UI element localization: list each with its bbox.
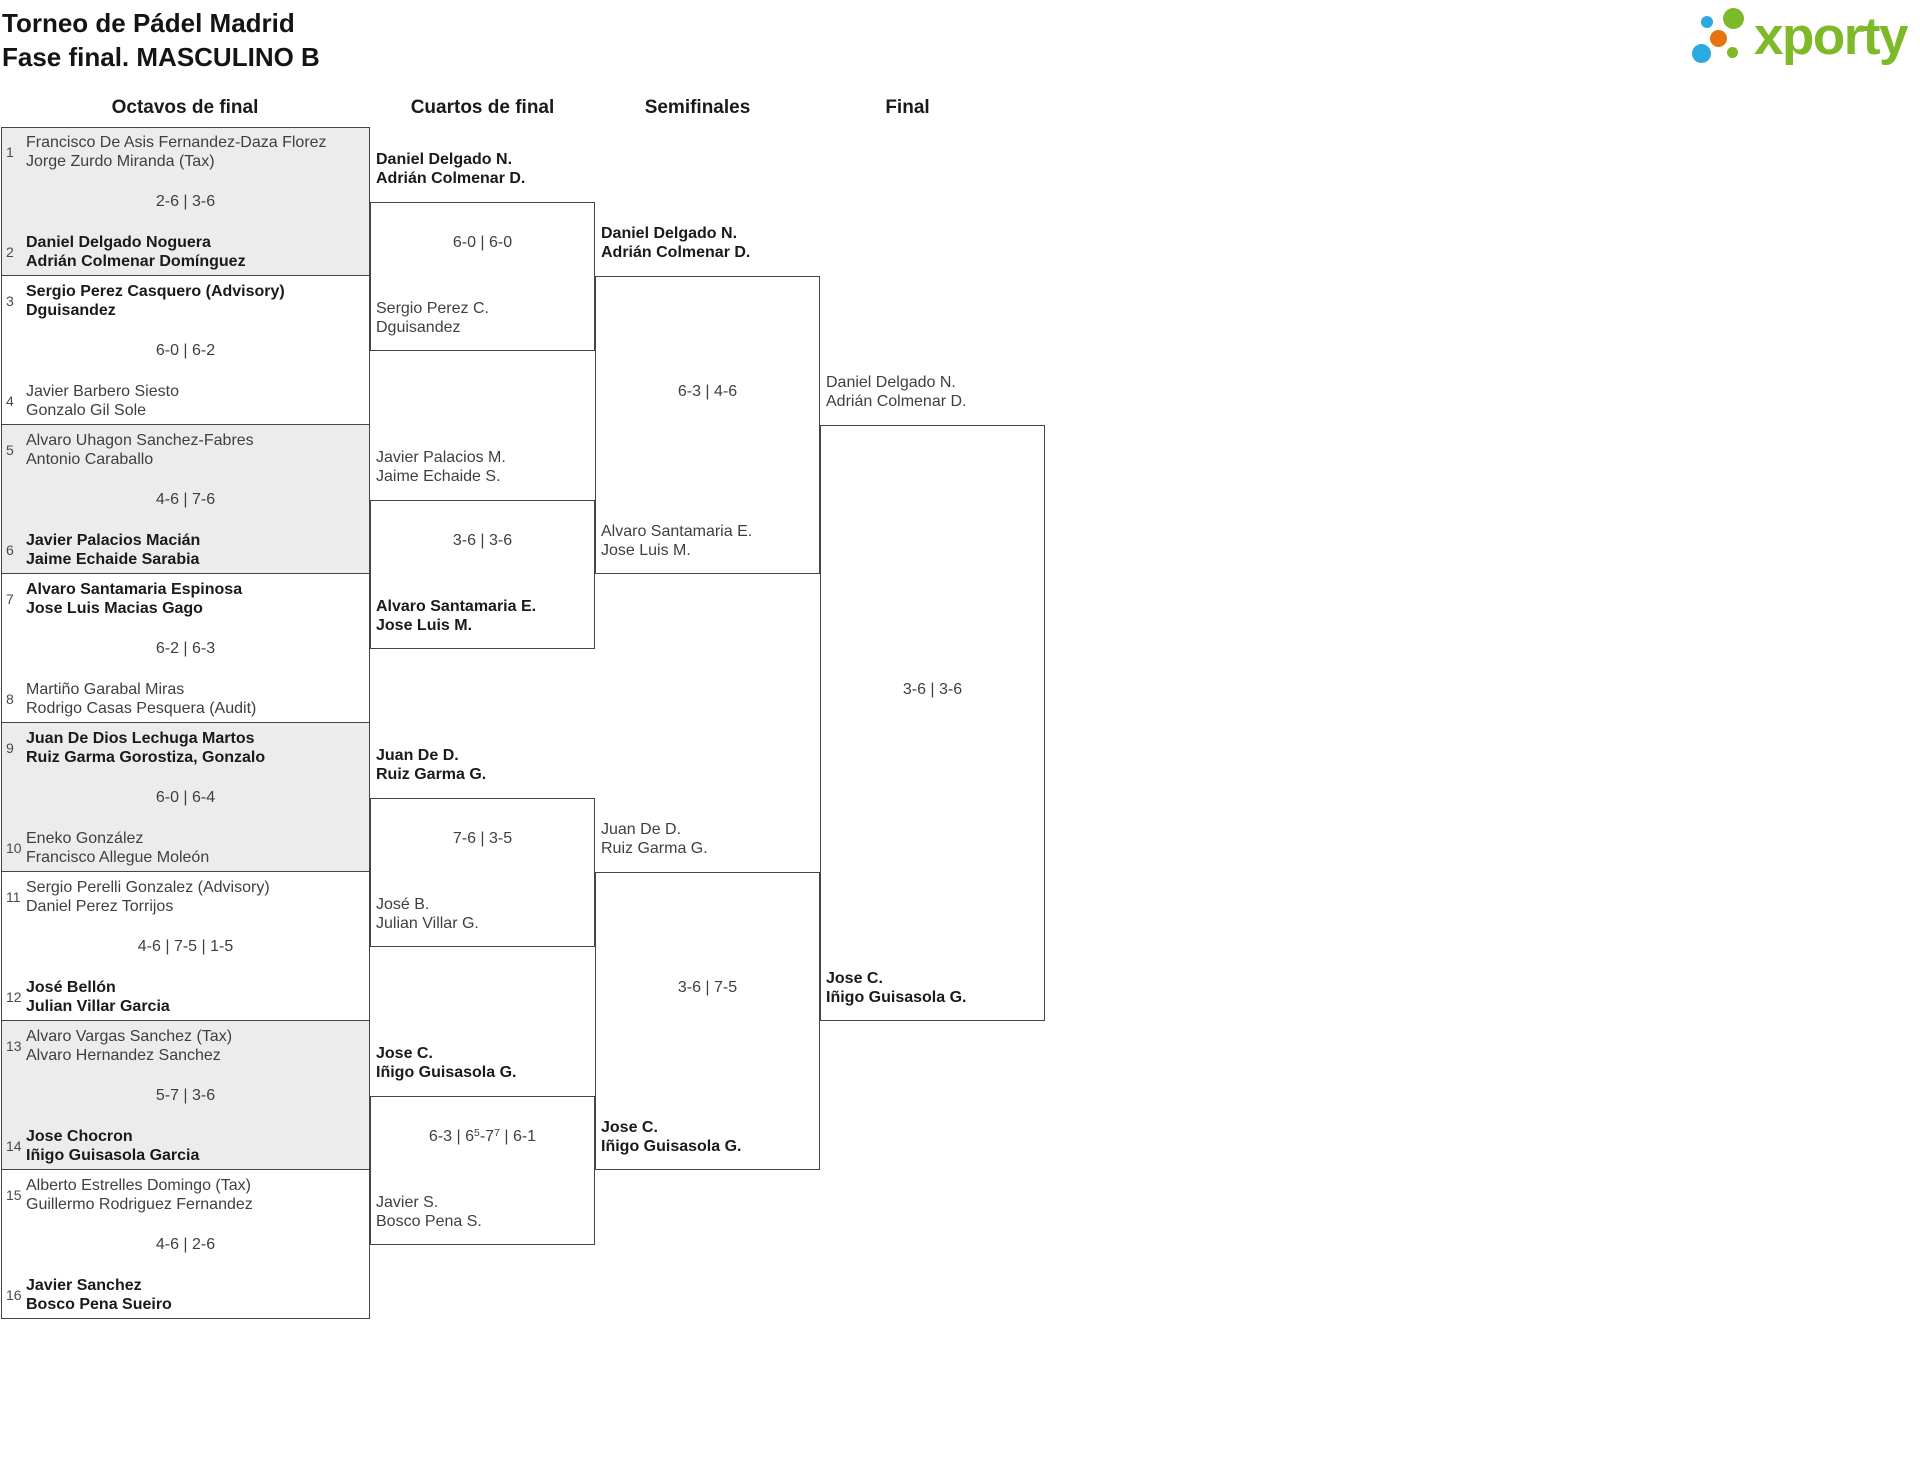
r16-seed-13: 13 bbox=[6, 1038, 22, 1054]
r16-seed-8: 8 bbox=[6, 691, 14, 707]
r16-seed-3: 3 bbox=[6, 293, 14, 309]
r16-seed-10: 10 bbox=[6, 840, 22, 856]
r16-score-1: 2-6 | 3-6 bbox=[155, 193, 216, 210]
final-team-top-1: Daniel Delgado N.Adrián Colmenar D. bbox=[826, 374, 967, 410]
semifinales-score-1: 6-3 | 4-6 bbox=[677, 383, 738, 400]
r16-match-1-box bbox=[1, 127, 370, 276]
r16-match-6-box bbox=[1, 872, 370, 1021]
r16-seed-16: 16 bbox=[6, 1287, 22, 1303]
r16-seed-9: 9 bbox=[6, 740, 14, 756]
r16-match-4-box bbox=[1, 574, 370, 723]
r16-score-8: 4-6 | 2-6 bbox=[155, 1236, 216, 1253]
semifinales-team-top-1: Daniel Delgado N.Adrián Colmenar D. bbox=[601, 225, 751, 261]
r16-match-5-box bbox=[1, 723, 370, 872]
r16-score-4: 6-2 | 6-3 bbox=[155, 640, 216, 657]
page-title: Torneo de Pádel Madrid Fase final. MASCU… bbox=[2, 6, 320, 74]
cuartos-match-1-box bbox=[370, 201, 595, 351]
r16-seed-6: 6 bbox=[6, 542, 14, 558]
round-label-cuartos: Cuartos de final bbox=[410, 97, 555, 118]
r16-match-8-box bbox=[1, 1170, 370, 1319]
logo-dot-icon bbox=[1710, 30, 1727, 47]
xporty-logo: xporty bbox=[1692, 8, 1920, 68]
cuartos-team-bottom-2: Alvaro Santamaria E.Jose Luis M. bbox=[376, 597, 537, 634]
cuartos-team-top-1: Daniel Delgado N.Adrián Colmenar D. bbox=[376, 150, 526, 187]
r16-score-5: 6-0 | 6-4 bbox=[155, 789, 216, 806]
cuartos-team-bottom-4: Javier S.Bosco Pena S. bbox=[376, 1193, 482, 1230]
round-label-semifinales: Semifinales bbox=[644, 97, 751, 118]
r16-team-3: Sergio Perez Casquero (Advisory)Dguisand… bbox=[26, 283, 285, 319]
semifinales-match-2-box bbox=[595, 872, 820, 1170]
r16-seed-5: 5 bbox=[6, 442, 14, 458]
semifinales-team-bottom-2: Jose C.Iñigo Guisasola G. bbox=[601, 1119, 742, 1155]
r16-score-7: 5-7 | 3-6 bbox=[155, 1087, 216, 1104]
r16-seed-7: 7 bbox=[6, 591, 14, 607]
logo-dot-icon bbox=[1692, 44, 1711, 63]
semifinales-team-top-2: Juan De D.Ruiz Garma G. bbox=[601, 821, 708, 857]
round-label-final: Final bbox=[885, 97, 930, 118]
r16-seed-14: 14 bbox=[6, 1138, 22, 1154]
r16-score-2: 6-0 | 6-2 bbox=[155, 342, 216, 359]
title-line2: Fase final. MASCULINO B bbox=[2, 42, 320, 72]
cuartos-team-top-3: Juan De D.Ruiz Garma G. bbox=[376, 746, 487, 783]
r16-team-11: Sergio Perelli Gonzalez (Advisory)Daniel… bbox=[26, 879, 270, 915]
cuartos-match-4-box bbox=[370, 1095, 595, 1245]
r16-team-15: Alberto Estrelles Domingo (Tax)Guillermo… bbox=[26, 1177, 253, 1213]
r16-seed-12: 12 bbox=[6, 989, 22, 1005]
r16-match-3-box bbox=[1, 425, 370, 574]
r16-seed-4: 4 bbox=[6, 393, 14, 409]
logo-dot-icon bbox=[1727, 47, 1738, 58]
cuartos-team-top-2: Javier Palacios M.Jaime Echaide S. bbox=[376, 448, 506, 485]
r16-seed-2: 2 bbox=[6, 244, 14, 260]
cuartos-score-3: 7-6 | 3-5 bbox=[452, 830, 513, 847]
title-line1: Torneo de Pádel Madrid bbox=[2, 8, 295, 38]
r16-seed-15: 15 bbox=[6, 1187, 22, 1203]
final-team-bottom-1: Jose C.Iñigo Guisasola G. bbox=[826, 970, 967, 1006]
r16-match-7-box bbox=[1, 1021, 370, 1170]
r16-seed-1: 1 bbox=[6, 144, 14, 160]
r16-score-6: 4-6 | 7-5 | 1-5 bbox=[137, 938, 234, 955]
r16-match-2-box bbox=[1, 276, 370, 425]
logo-dot-icon bbox=[1701, 16, 1713, 28]
cuartos-match-2-box bbox=[370, 499, 595, 649]
semifinales-match-1-box bbox=[595, 276, 820, 574]
final-match-1-box bbox=[820, 425, 1045, 1021]
semifinales-score-2: 3-6 | 7-5 bbox=[677, 979, 738, 996]
round-label-octavos: Octavos de final bbox=[111, 97, 259, 118]
cuartos-team-top-4: Jose C.Iñigo Guisasola G. bbox=[376, 1044, 517, 1081]
r16-seed-11: 11 bbox=[6, 889, 21, 905]
logo-text: xporty bbox=[1754, 7, 1908, 66]
final-score-1: 3-6 | 3-6 bbox=[902, 681, 963, 698]
cuartos-score-4: 6-3 | 65-77 | 6-1 bbox=[428, 1127, 537, 1145]
cuartos-match-3-box bbox=[370, 797, 595, 947]
r16-score-3: 4-6 | 7-6 bbox=[155, 491, 216, 508]
cuartos-score-2: 3-6 | 3-6 bbox=[452, 532, 513, 549]
r16-team-13: Alvaro Vargas Sanchez (Tax)Alvaro Hernan… bbox=[26, 1028, 233, 1064]
cuartos-team-bottom-3: José B.Julian Villar G. bbox=[376, 895, 479, 932]
semifinales-team-bottom-1: Alvaro Santamaria E.Jose Luis M. bbox=[601, 523, 753, 559]
cuartos-team-bottom-1: Sergio Perez C.Dguisandez bbox=[376, 299, 489, 336]
logo-dot-icon bbox=[1723, 8, 1744, 29]
cuartos-score-1: 6-0 | 6-0 bbox=[452, 234, 513, 251]
